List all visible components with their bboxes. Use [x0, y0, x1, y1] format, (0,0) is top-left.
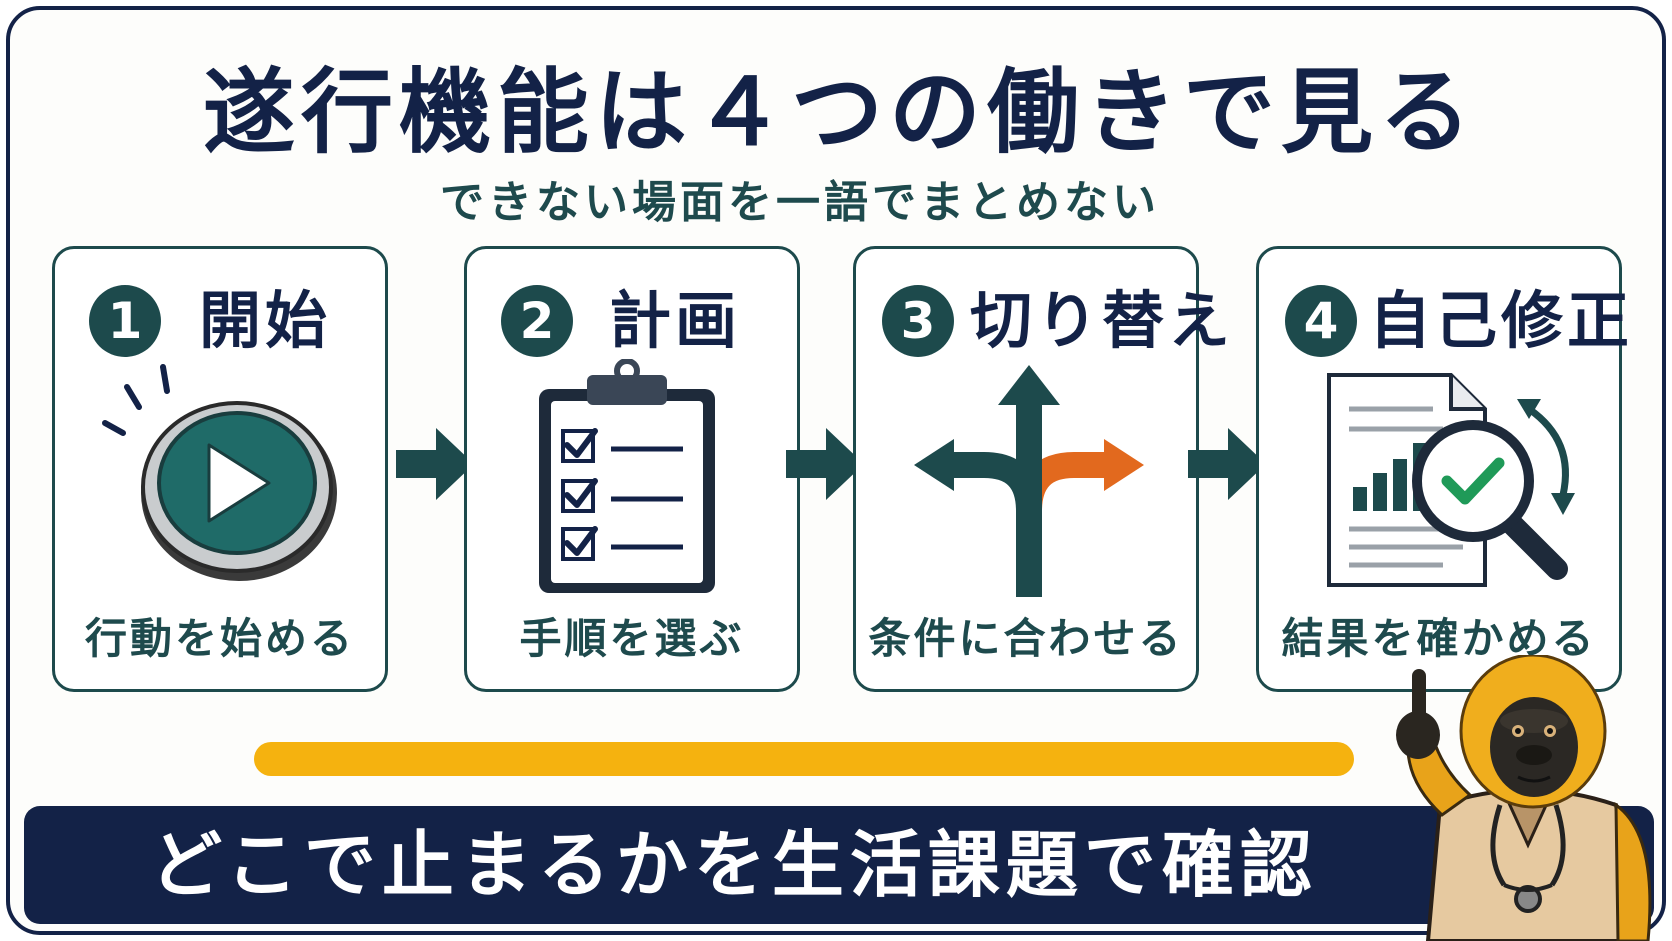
- page-title: 遂行機能は４つの働きで見る: [202, 59, 1477, 166]
- step-caption: 手順を選ぶ: [519, 614, 745, 663]
- step-title: 開始: [199, 284, 332, 357]
- arrow-right-icon: [396, 428, 474, 500]
- step-header: 2 計画: [467, 279, 797, 361]
- step-caption: 条件に合わせる: [868, 614, 1184, 663]
- branching-arrows-icon: [914, 365, 1144, 597]
- bottom-banner: どこで止まるかを生活課題で確認: [24, 806, 1654, 924]
- page-subtitle: できない場面を一語でまとめない: [440, 177, 1160, 228]
- step-number-badge: 3: [882, 285, 954, 357]
- step-card-switch: 3 切り替え 条件に合わせる: [853, 246, 1230, 692]
- step-header: 3 切り替え: [856, 279, 1230, 361]
- step-header: 4 自己修正: [1259, 279, 1629, 361]
- step-card-start: 1 開始 行動を始める: [52, 246, 388, 692]
- arrow-right-icon: [1188, 428, 1266, 500]
- play-button-icon: [102, 364, 337, 581]
- step-number-badge: 4: [1285, 285, 1357, 357]
- clipboard-checklist-icon: [539, 359, 715, 593]
- step-number-badge: 1: [89, 285, 161, 357]
- step-card-self-correct: 4 自己修正 結果を: [1256, 246, 1629, 692]
- step-header: 1 開始: [55, 279, 385, 361]
- banner-text: どこで止まるかを生活課題で確認: [150, 823, 1318, 907]
- step-number-badge: 2: [501, 285, 573, 357]
- gorilla-doctor-pointing-icon: [1396, 655, 1652, 941]
- infographic-frame: 遂行機能は４つの働きで見る できない場面を一語でまとめない 1 開始 行動を始め…: [6, 6, 1666, 935]
- highlight-bar: [254, 742, 1354, 776]
- document-magnifier-check-icon: [1327, 373, 1575, 587]
- step-title: 切り替え: [970, 284, 1235, 357]
- step-title: 自己修正: [1369, 284, 1634, 357]
- arrow-right-icon: [786, 428, 864, 500]
- step-card-plan: 2 計画 手順を選ぶ: [464, 246, 800, 692]
- step-caption: 行動を始める: [84, 614, 355, 663]
- step-title: 計画: [609, 284, 742, 357]
